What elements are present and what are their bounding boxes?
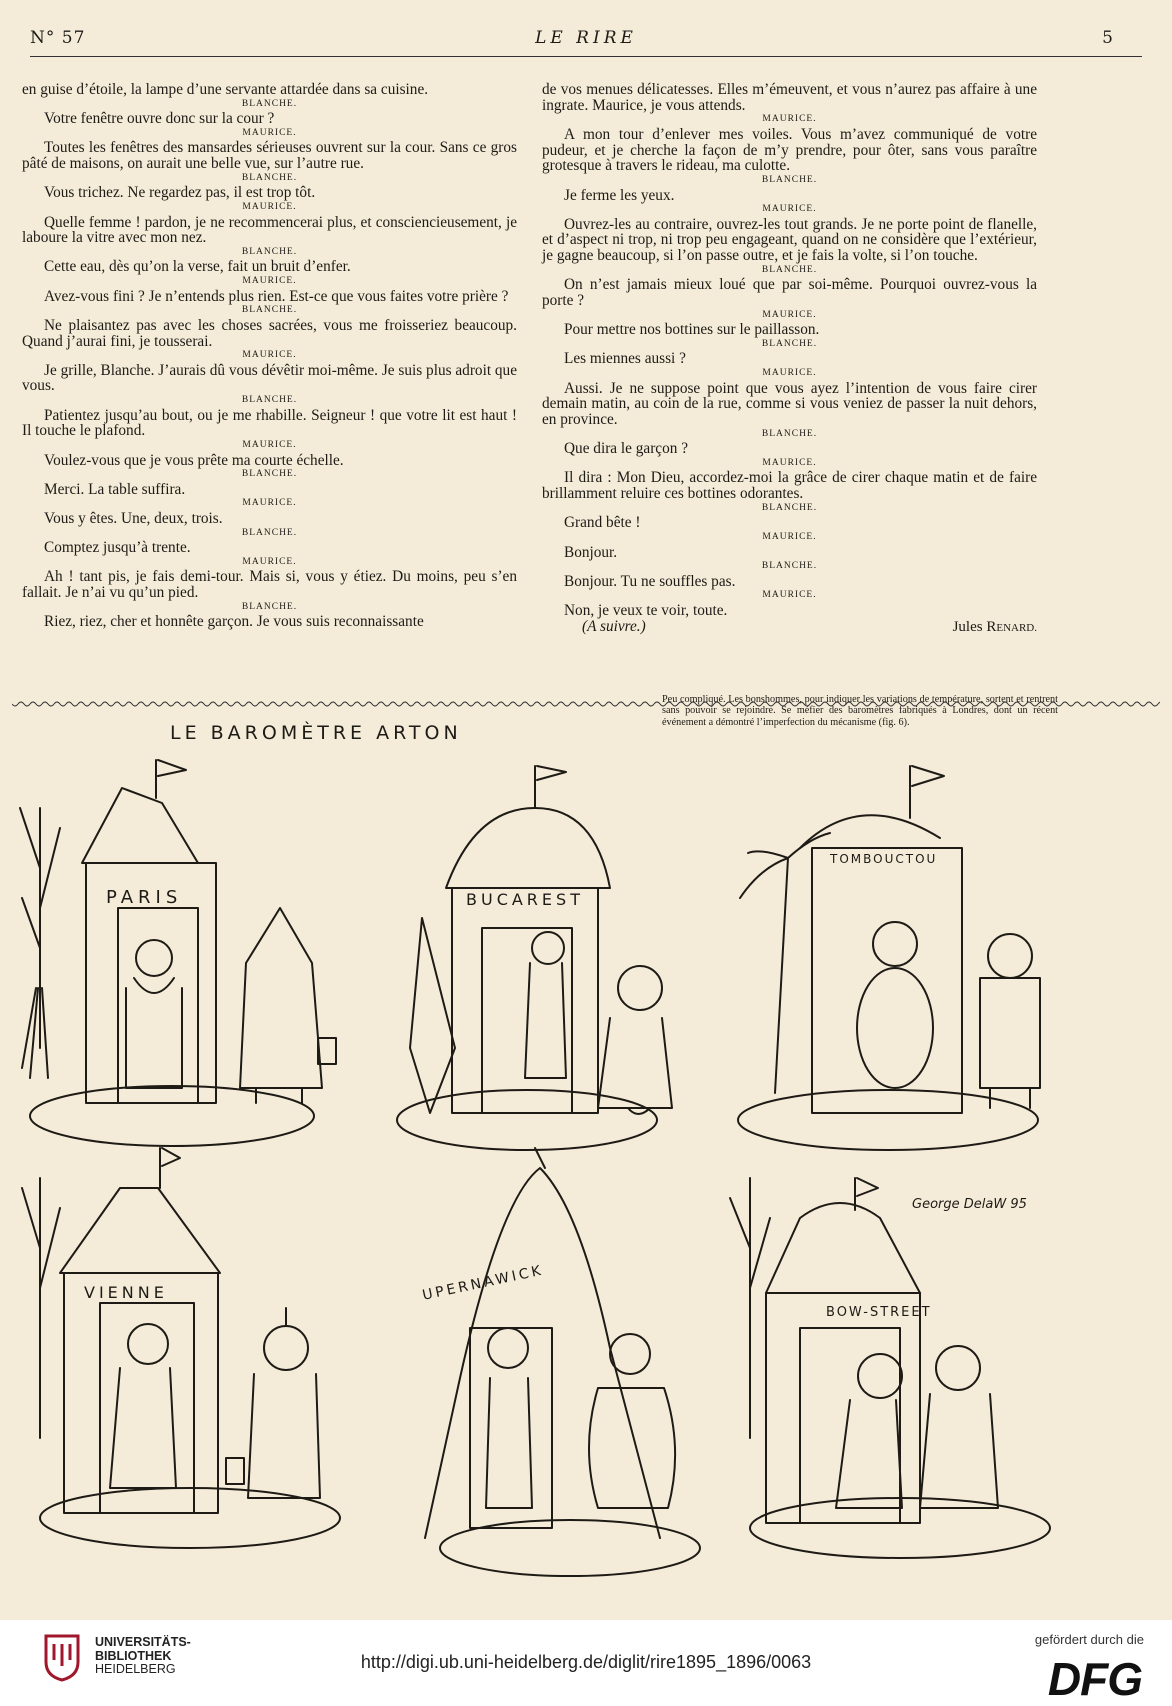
library-line-1: UNIVERSITÄTS-	[95, 1635, 191, 1649]
dialogue-line: Ah ! tant pis, je fais demi-tour. Mais s…	[22, 568, 517, 602]
speaker-name: BLANCHE.	[241, 98, 298, 109]
panel-tombouctou: TOMBOUCTOU	[737, 765, 1041, 1151]
speaker-name: BLANCHE.	[241, 601, 298, 612]
speaker-name: BLANCHE.	[761, 338, 818, 349]
dialogue-line: en guise d’étoile, la lampe d’une servan…	[22, 81, 429, 98]
speaker-name: MAURICE.	[242, 202, 297, 213]
header-rule	[30, 56, 1142, 57]
speaker-name: BLANCHE.	[241, 172, 298, 183]
panel-bow-street: BOW-STREET	[729, 1177, 1051, 1559]
panel-label-bucarest: BUCAREST	[466, 890, 584, 909]
university-library-name: UNIVERSITÄTS- BIBLIOTHEK HEIDELBERG	[95, 1635, 191, 1677]
dialogue-line: Vous trichez. Ne regardez pas, il est tr…	[44, 184, 316, 202]
speaker-name: BLANCHE.	[241, 305, 298, 316]
speaker-name: BLANCHE.	[761, 502, 818, 513]
cartoon-illustrations: PARIS BUCAREST	[19, 759, 1051, 1577]
dialogue-line: Vous y êtes. Une, deux, trois.	[44, 509, 223, 527]
panel-label-paris: PARIS	[106, 887, 182, 908]
dialogue-line: Les miennes aussi ?	[564, 350, 686, 368]
dialogue-line: Voulez-vous que je vous prête ma courte …	[44, 451, 344, 469]
author-name: Jules RENARD.	[952, 618, 1037, 635]
dialogue-line: Pour mettre nos bottines sur le paillass…	[564, 321, 820, 339]
dialogue-line: Je ferme les yeux.	[564, 186, 675, 204]
speaker-name: BLANCHE.	[761, 264, 818, 275]
dialogue-line: On n’est jamais mieux loué que par soi-m…	[542, 276, 1037, 310]
signature-line: (A suivre.) Jules RENARD.	[542, 617, 1037, 635]
speaker-name: BLANCHE.	[761, 561, 818, 572]
dialogue-line: de vos menues délicatesses. Elles m’émeu…	[542, 81, 1037, 114]
dialogue-line: Je grille, Blanche. J’aurais dû vous dév…	[22, 361, 517, 395]
speaker-name: BLANCHE.	[241, 469, 298, 480]
speaker-name: BLANCHE.	[761, 428, 818, 439]
dialogue-line: Merci. La table suffira.	[44, 480, 186, 498]
speaker-name: BLANCHE.	[241, 395, 298, 406]
cartoon-caption: Peu compliqué. Les bonshommes, pour indi…	[662, 694, 1058, 728]
dialogue-line: Patientez jusqu’au bout, ou je me rhabil…	[22, 406, 517, 440]
speaker-name: MAURICE.	[762, 532, 817, 543]
dialogue-line: Comptez jusqu’à trente.	[44, 539, 191, 557]
dialogue-line: Cette eau, dès qu’on la verse, fait un b…	[44, 258, 351, 276]
speaker-name: MAURICE.	[762, 457, 817, 468]
digital-copy-url[interactable]: http://digi.ub.uni-heidelberg.de/diglit/…	[360, 1652, 812, 1672]
dialogue-column-right: de vos menues délicatesses. Elles m’émeu…	[542, 81, 1037, 635]
dialogue-line: A mon tour d’enlever mes voiles. Vous m’…	[542, 125, 1037, 175]
panel-upernawick: UPERNAWICK	[421, 1147, 701, 1577]
panel-label-bow-street: BOW-STREET	[826, 1305, 932, 1320]
dialogue-line: Non, je veux te voir, toute.	[564, 601, 728, 619]
speaker-name: MAURICE.	[242, 127, 297, 138]
dialogue-line: Avez-vous fini ? Je n’entends plus rien.…	[44, 287, 509, 305]
library-line-2: BIBLIOTHEK	[95, 1648, 172, 1663]
digitization-footer: UNIVERSITÄTS- BIBLIOTHEK HEIDELBERG http…	[0, 1620, 1172, 1705]
dialogue-line: Votre fenêtre ouvre donc sur la cour ?	[44, 110, 275, 128]
dialogue-line: Ouvrez-les au contraire, ouvrez-les tout…	[542, 215, 1037, 265]
speaker-name: BLANCHE.	[241, 246, 298, 257]
university-library-logo	[44, 1634, 80, 1682]
speaker-name: MAURICE.	[242, 276, 297, 287]
dialogue-line: Riez, riez, cher et honnête garçon. Je v…	[44, 613, 424, 631]
dfg-logo: DFG	[1047, 1653, 1143, 1705]
dialogue-line: Grand bête !	[564, 514, 641, 532]
dialogue-column-left: en guise d’étoile, la lampe d’une servan…	[22, 82, 517, 630]
dialogue-line: Aussi. Je ne suppose point que vous ayez…	[542, 379, 1037, 429]
speaker-name: MAURICE.	[762, 309, 817, 320]
journal-title: LE RIRE	[535, 28, 637, 48]
newspaper-page: N° 57 LE RIRE 5 en guise d’étoile, la la…	[0, 0, 1172, 1620]
speaker-name: MAURICE.	[762, 204, 817, 215]
panel-label-tombouctou: TOMBOUCTOU	[829, 852, 937, 866]
dialogue-line: Il dira : Mon Dieu, accordez-moi la grâc…	[542, 469, 1037, 503]
speaker-name: MAURICE.	[242, 440, 297, 451]
dialogue-line: Ne plaisantez pas avec les choses sacrée…	[22, 316, 517, 350]
speaker-name: MAURICE.	[242, 498, 297, 509]
speaker-name: BLANCHE.	[241, 527, 298, 538]
speaker-name: BLANCHE.	[761, 175, 818, 186]
funding-note: gefördert durch die	[1034, 1632, 1144, 1647]
suivre-note: (A suivre.)	[582, 617, 646, 635]
panel-label-vienne: VIENNE	[84, 1283, 168, 1302]
speaker-name: MAURICE.	[242, 556, 297, 567]
cartoon-title: LE BAROMÈTRE ARTON	[170, 722, 462, 744]
speaker-name: MAURICE.	[762, 114, 817, 125]
dialogue-line: Que dira le garçon ?	[564, 440, 689, 458]
panel-label-upernawick: UPERNAWICK	[421, 1263, 545, 1304]
dialogue-line: Quelle femme ! pardon, je ne recommencer…	[22, 213, 517, 247]
issue-number: N° 57	[30, 28, 86, 48]
panel-bucarest: BUCAREST	[396, 765, 673, 1151]
dialogue-line: Toutes les fenêtres des mansardes sérieu…	[22, 139, 517, 173]
panel-vienne: VIENNE	[21, 1147, 341, 1549]
speaker-name: MAURICE.	[762, 590, 817, 601]
dialogue-line: Bonjour. Tu ne souffles pas.	[564, 572, 736, 590]
artist-signature: George DelaW 95	[912, 1197, 1027, 1212]
speaker-name: MAURICE.	[242, 350, 297, 361]
panel-paris: PARIS	[19, 759, 337, 1147]
speaker-name: MAURICE.	[762, 368, 817, 379]
dialogue-line: Bonjour.	[564, 543, 618, 561]
wavy-divider	[12, 701, 1160, 707]
library-line-3: HEIDELBERG	[95, 1662, 176, 1676]
page-number: 5	[1102, 28, 1114, 48]
